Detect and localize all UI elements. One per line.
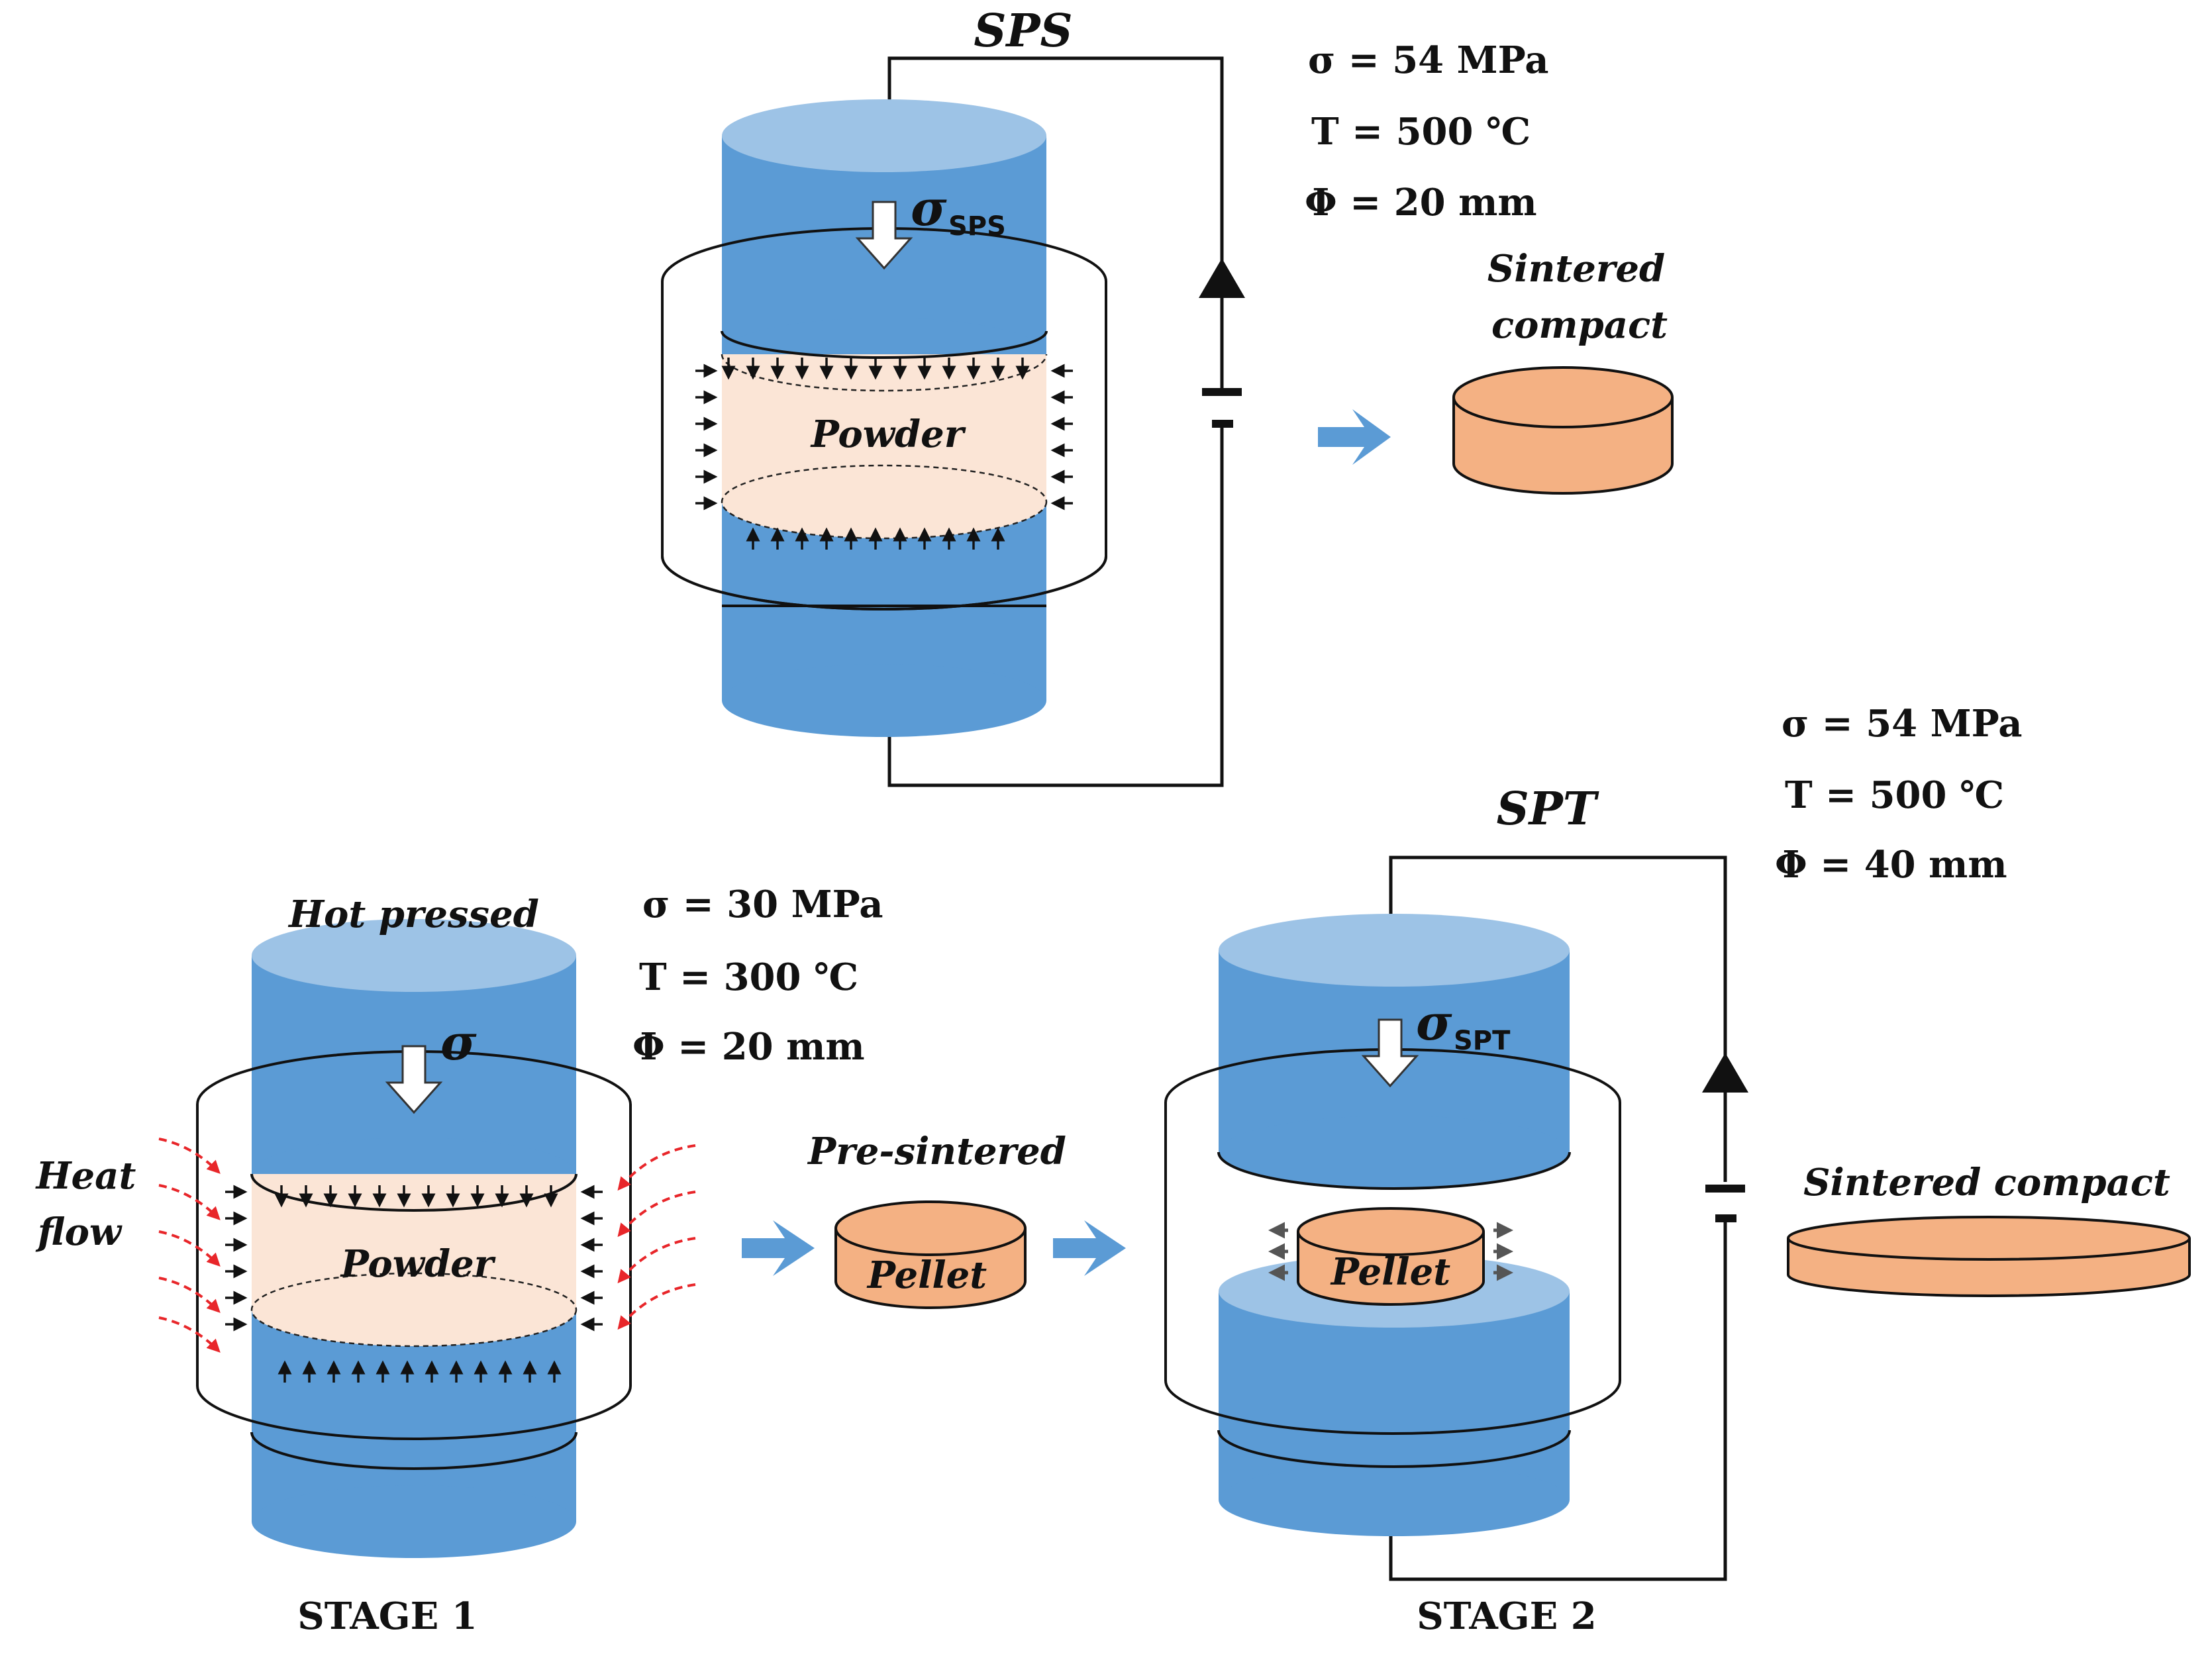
stage2-top-electrode-face (1219, 914, 1570, 987)
stage1-force-arrows-top (274, 1185, 558, 1208)
stage2-label: STAGE 2 (1417, 1594, 1596, 1638)
sps-output-label-line1: Sintered (1487, 247, 1665, 291)
stage2-current-arrow (1702, 1053, 1748, 1093)
stage1-assembly: σ (35, 883, 883, 1638)
sps-force-arrows-bottom (746, 527, 1005, 550)
stage1-title: Hot pressed (287, 893, 539, 936)
stage1-force-arrows-bottom (277, 1360, 562, 1383)
stage2-circuit-wire (1389, 855, 1727, 1182)
sps-sintered-compact (1452, 366, 1674, 495)
transfer-arrow-2 (1053, 1220, 1126, 1276)
sps-powder-label: Powder (810, 413, 966, 456)
stage1-sigma-symbol: σ (440, 1014, 477, 1071)
stage2-circuit-wire-bottom (1389, 1218, 1727, 1581)
sps-current-arrow (1199, 258, 1245, 298)
stage2-sintered-compact (1787, 1216, 2191, 1297)
sps-param-pressure: σ = 54 MPa (1308, 38, 1549, 82)
stage1-param-pressure: σ = 30 MPa (642, 883, 883, 926)
sps-sigma-subscript: SPS (948, 211, 1006, 242)
transfer-arrow-1 (742, 1220, 815, 1276)
stage1-heat-label-line1: Heat (35, 1154, 136, 1198)
sps-output-label-line2: compact (1491, 303, 1668, 347)
stage1-param-diameter: Φ = 20 mm (632, 1025, 865, 1069)
stage2-output-label: Sintered compact (1803, 1161, 2170, 1204)
sps-assembly: σ SPS (661, 5, 1674, 787)
stage2-pellet-label: Pellet (1330, 1250, 1450, 1294)
stage1-pressure-arrow (385, 1045, 443, 1114)
stage1-label: STAGE 1 (297, 1594, 477, 1638)
stage1-heat-label-line2: flow (35, 1210, 123, 1254)
stage1-force-arrows-sides (225, 1185, 603, 1332)
sps-title: SPS (974, 5, 1072, 58)
stage1-die (196, 1104, 632, 1440)
sps-force-arrows-top (721, 358, 1030, 380)
stage2-pressure-arrow (1361, 1018, 1419, 1088)
sps-pressure-arrow (855, 201, 913, 270)
stage2-lateral-arrows (1268, 1222, 1513, 1281)
sps-force-arrows-sides (695, 364, 1073, 511)
sps-param-diameter: Φ = 20 mm (1305, 181, 1537, 224)
stage1-powder-label: Powder (340, 1242, 496, 1286)
stage2-param-pressure: σ = 54 MPa (1782, 702, 2023, 746)
intermediate-step: Pellet Pre-sintered (742, 1130, 1126, 1309)
sps-circuit-wire-bottom (887, 424, 1224, 787)
stage2-assembly: Pellet σ SPT SPT σ = 54 MPa T = 500 ℃ Φ … (1164, 702, 2191, 1638)
stage1-param-temperature: T = 300 ℃ (639, 955, 858, 999)
pre-sintered-label: Pre-sintered (807, 1130, 1066, 1173)
stage1-heat-flow-arrows (158, 1138, 696, 1353)
sps-circuit-wire (887, 56, 1224, 391)
pre-sintered-pellet (834, 1200, 1027, 1309)
stage2-die (1164, 1102, 1621, 1435)
stage1-top-electrode-face (252, 919, 576, 992)
stage2-pellet (1297, 1207, 1485, 1306)
sps-sigma-symbol: σ (911, 180, 947, 237)
sps-param-temperature: T = 500 ℃ (1311, 110, 1531, 154)
sps-top-electrode-face (722, 99, 1046, 172)
stage2-title: SPT (1497, 783, 1599, 836)
pre-sintered-pellet-label: Pellet (866, 1253, 987, 1297)
stage2-sigma-symbol: σ (1416, 995, 1452, 1051)
stage2-param-temperature: T = 500 ℃ (1785, 773, 2004, 817)
stage2-param-diameter: Φ = 40 mm (1775, 843, 2007, 887)
sps-output-arrow (1318, 409, 1391, 465)
stage2-sigma-subscript: SPT (1454, 1026, 1511, 1056)
